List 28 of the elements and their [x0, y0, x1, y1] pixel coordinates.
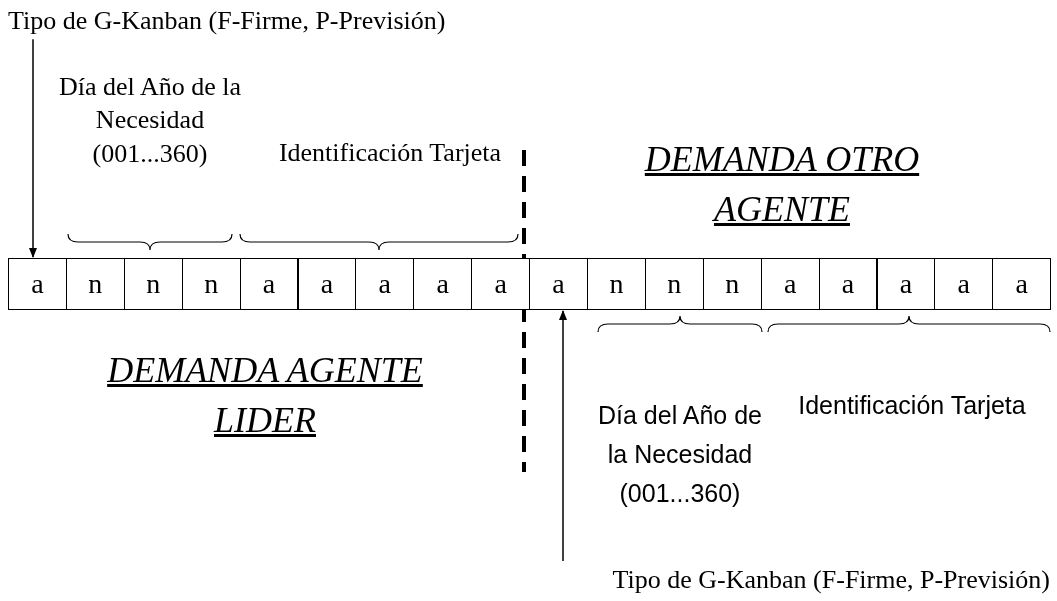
- field-label: Identificación Tarjeta: [277, 137, 503, 169]
- field-cell: a: [818, 258, 878, 310]
- section-heading: DEMANDA OTRO AGENTE: [643, 138, 921, 232]
- section-heading: DEMANDA AGENTE LIDER: [106, 349, 424, 443]
- field-cell: n: [702, 258, 762, 310]
- field-cell: a: [760, 258, 820, 310]
- field-label: Identificación Tarjeta: [797, 390, 1027, 421]
- field-cell: a: [992, 258, 1052, 310]
- field-label: Día del Año de la Necesidad (001...360): [58, 71, 242, 170]
- field-cell: a: [529, 258, 588, 310]
- field-cell: a: [355, 258, 415, 310]
- leader-label: Tipo de G-Kanban (F-Firme, P-Previsión): [8, 4, 446, 38]
- field-cell: a: [876, 258, 936, 310]
- field-cell: a: [471, 258, 531, 310]
- field-cell: a: [297, 258, 357, 310]
- field-cell: n: [181, 258, 241, 310]
- field-cell: n: [123, 258, 183, 310]
- field-cell: a: [413, 258, 473, 310]
- field-cell: a: [8, 258, 67, 310]
- field-cell: n: [65, 258, 125, 310]
- leader-label: Tipo de G-Kanban (F-Firme, P-Previsión): [612, 563, 1050, 597]
- field-cell: n: [644, 258, 704, 310]
- leader-line: [29, 38, 37, 258]
- field-cell: a: [239, 258, 299, 310]
- leader-line: [559, 310, 567, 562]
- field-label: Día del Año de la Necesidad (001...360): [597, 400, 763, 509]
- field-cell: n: [587, 258, 646, 310]
- field-cell: a: [934, 258, 994, 310]
